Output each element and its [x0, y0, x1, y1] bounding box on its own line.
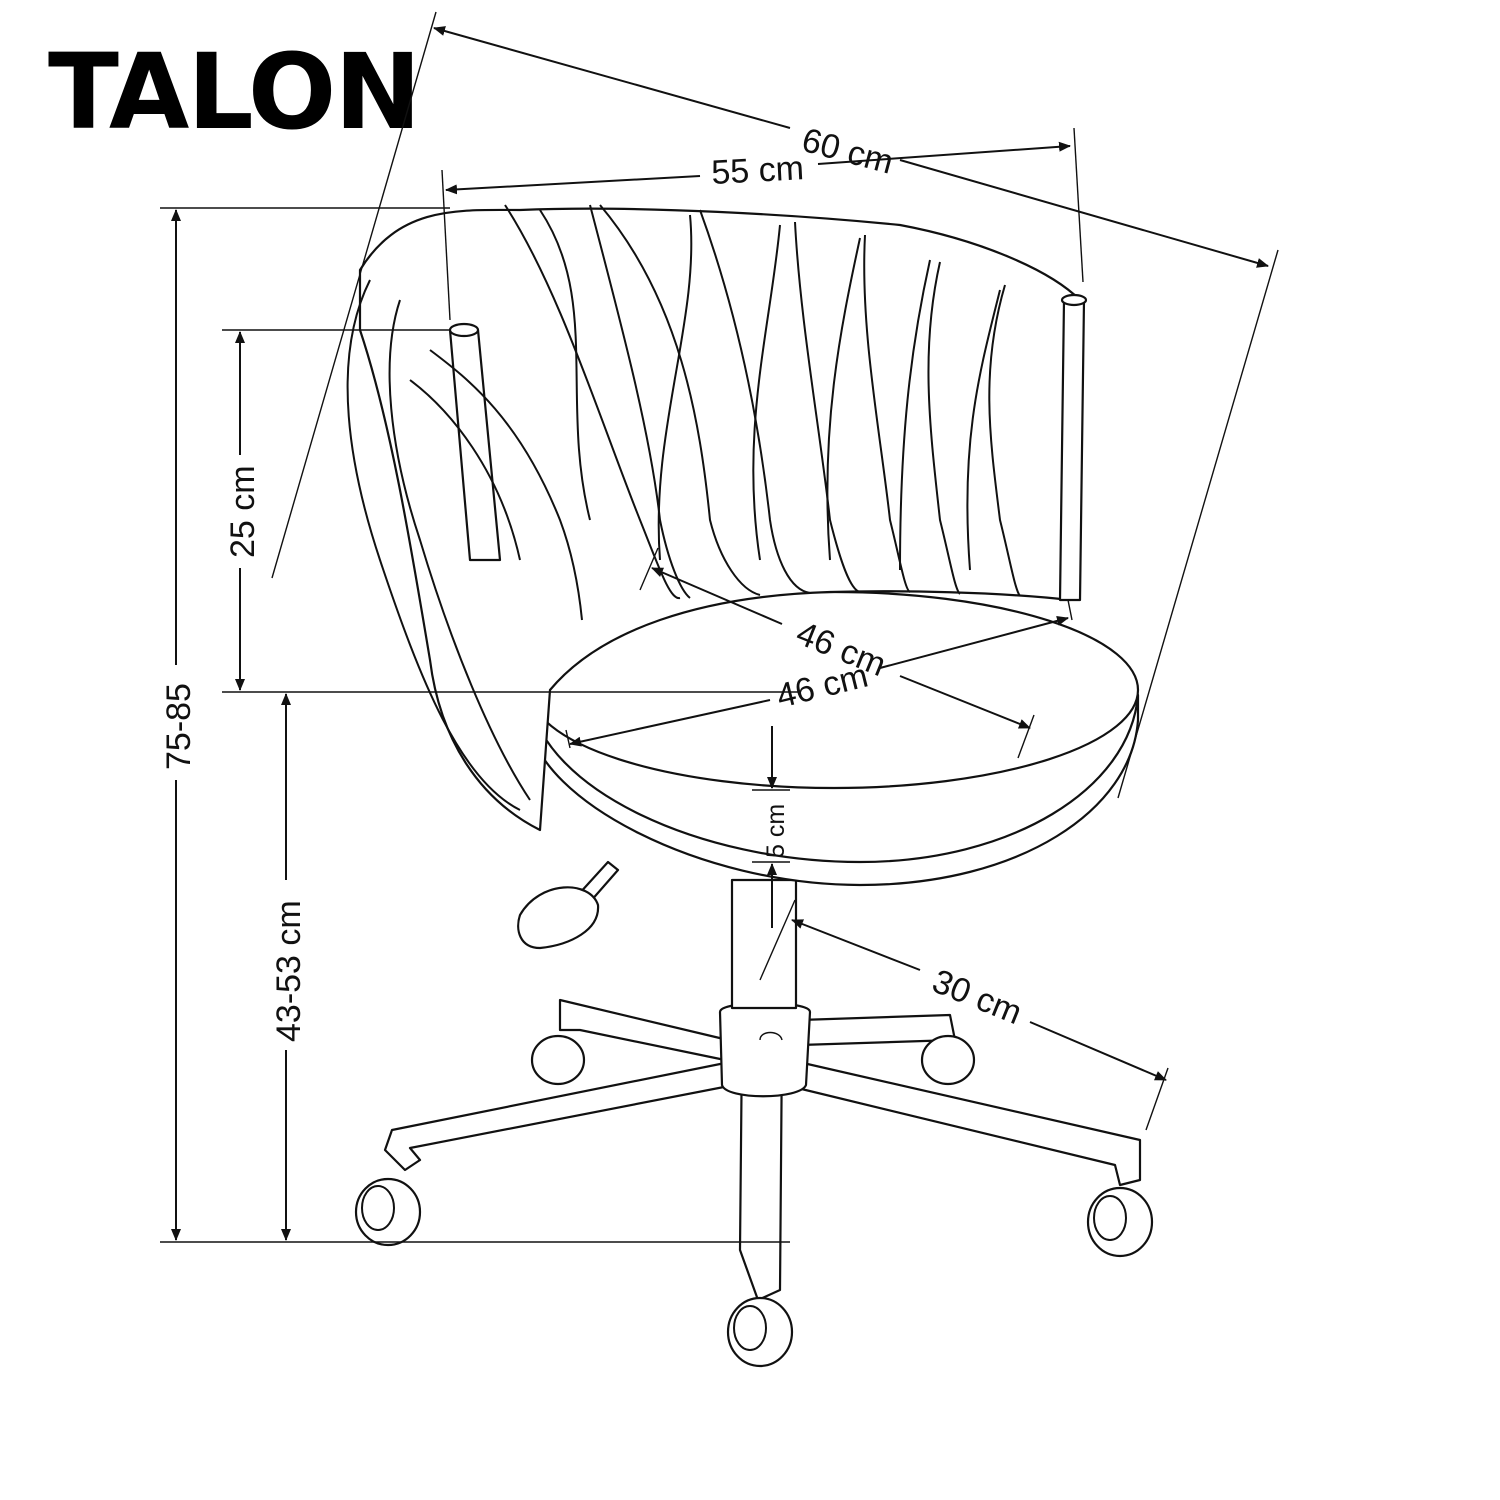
- label-total-height: 75-85: [160, 683, 198, 770]
- label-backrest-width: 55 cm: [710, 149, 804, 192]
- height-lever: [517, 860, 620, 950]
- chair-seat: [528, 590, 1140, 887]
- label-seat-height: 43-53 cm: [270, 900, 308, 1042]
- label-overall-width: 60 cm: [798, 121, 897, 182]
- product-title: TALON: [48, 31, 421, 153]
- chair-base: [383, 878, 1142, 1302]
- chair-casters: [354, 1034, 1154, 1368]
- chair-backrest: [346, 204, 1088, 832]
- dimension-lines: [160, 11, 1279, 1243]
- chair-illustration: [346, 204, 1154, 1368]
- label-backrest-height: 25 cm: [224, 465, 262, 558]
- label-seat-thickness: 5 cm: [762, 804, 790, 858]
